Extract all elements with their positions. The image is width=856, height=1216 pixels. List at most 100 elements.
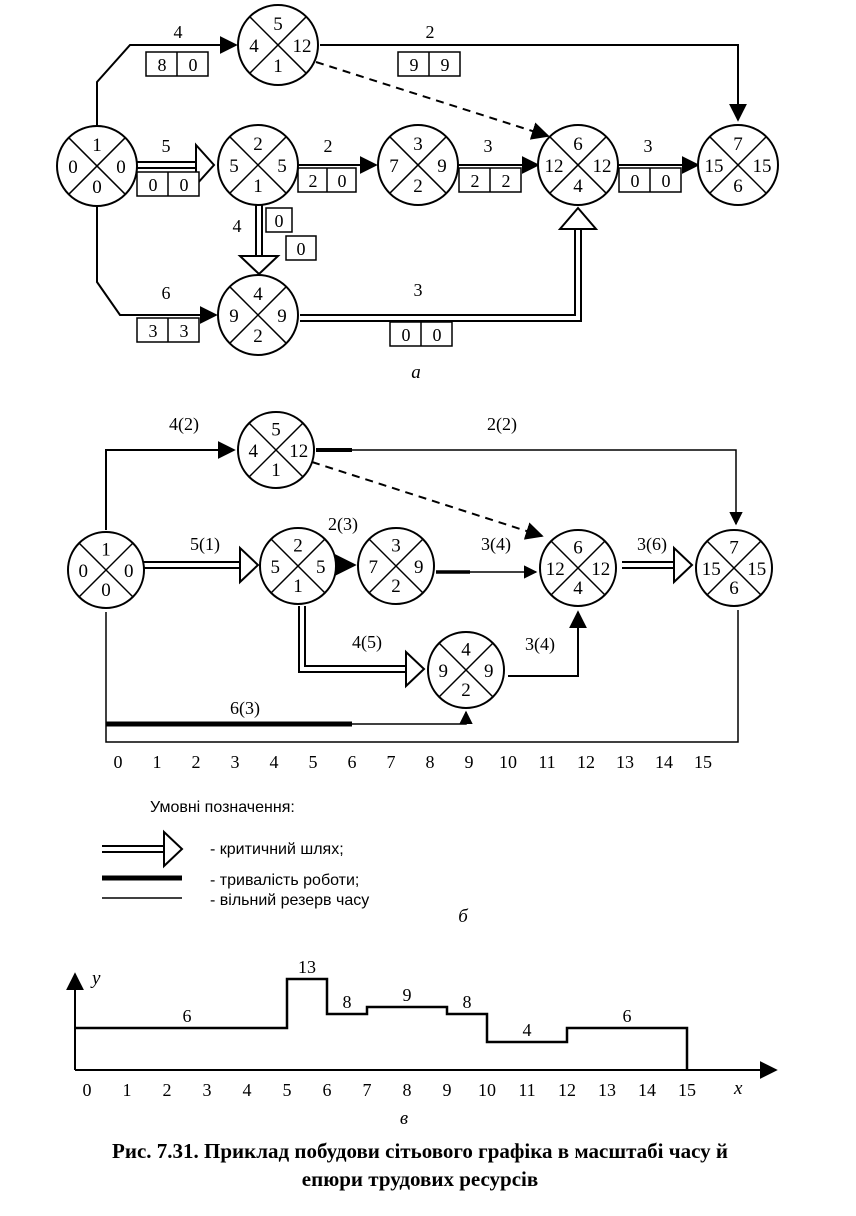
- node-reserve: 6: [733, 176, 743, 197]
- node-divider: [229, 136, 287, 194]
- x-tick-label: 14: [638, 1080, 656, 1100]
- node-divider: [78, 542, 134, 598]
- critical-head-a-4-6: [557, 206, 599, 230]
- legend-critical-line: [102, 845, 166, 853]
- time-tick-label: 1: [153, 752, 162, 772]
- arrow-b-4-6: [508, 610, 587, 677]
- x-tick-label: 1: [123, 1080, 132, 1100]
- node-event-number: 1: [92, 135, 102, 156]
- node-reserve: 2: [391, 576, 401, 597]
- node-divider: [248, 422, 304, 478]
- time-tick-label: 3: [231, 752, 240, 772]
- node-reserve: 1: [253, 176, 263, 197]
- arrow-b-6-7-critical: [622, 561, 676, 569]
- node-late-time: 0: [124, 561, 134, 582]
- activity-label: 3(4): [481, 534, 511, 555]
- free-reserve-value: 0: [662, 171, 671, 191]
- arrow-b-5-7-reserve: [316, 449, 743, 526]
- resource-step-line: [75, 977, 689, 1070]
- segment-value-label: 8: [343, 992, 352, 1012]
- activity-label: 3(6): [637, 534, 667, 555]
- time-tick-label: 14: [655, 752, 673, 772]
- x-tick-label: 0: [83, 1080, 92, 1100]
- node-reserve: 1: [273, 56, 283, 77]
- x-tick-label: 12: [558, 1080, 576, 1100]
- total-reserve-value: 9: [410, 55, 419, 75]
- free-reserve-value: 9: [441, 55, 450, 75]
- node-early-time: 12: [546, 559, 565, 580]
- total-reserve-value: 2: [471, 171, 480, 191]
- segment-value-label: 8: [463, 992, 472, 1012]
- legend-reserve-text: - вільний резерв часу: [210, 892, 369, 909]
- node-event-number: 5: [271, 420, 281, 441]
- arrow-b-1-5: [105, 441, 236, 530]
- activity-duration: 3: [644, 136, 653, 156]
- x-tick-label: 7: [363, 1080, 372, 1100]
- node-early-time: 15: [702, 559, 721, 580]
- segment-value-label: 6: [183, 1006, 192, 1026]
- node-reserve: 2: [413, 176, 423, 197]
- arrow-a-5-7: [320, 44, 747, 122]
- node-late-time: 12: [289, 441, 308, 462]
- node-late-time: 9: [277, 306, 287, 327]
- resource-step-path: [87, 977, 689, 1070]
- arrow-b-5-6-dashed: [311, 461, 544, 540]
- x-tick-label: 8: [403, 1080, 412, 1100]
- x-axis-label: x: [733, 1078, 743, 1099]
- node-event-number: 2: [293, 536, 303, 557]
- activity-label: 2(3): [328, 514, 358, 535]
- node-event-number: 5: [273, 14, 283, 35]
- node-early-time: 7: [389, 156, 399, 177]
- legend-title: Умовні позначення:: [150, 799, 295, 816]
- critical-head-a-2-4: [237, 255, 281, 276]
- node-early-time: 0: [78, 561, 88, 582]
- x-tick-label: 6: [323, 1080, 332, 1100]
- node-divider: [389, 136, 447, 194]
- node-reserve: 2: [461, 680, 471, 701]
- node-event-number: 3: [391, 536, 401, 557]
- free-reserve-value: 0: [433, 325, 442, 345]
- node-divider: [550, 540, 606, 596]
- figure-caption-line2: епюри трудових ресурсів: [302, 1167, 538, 1191]
- node-late-time: 12: [591, 559, 610, 580]
- time-tick-label: 11: [538, 752, 555, 772]
- activity-duration: 3: [414, 280, 423, 300]
- node-divider: [249, 16, 307, 74]
- figure-caption-line1: Рис. 7.31. Приклад побудови сітьового гр…: [112, 1139, 728, 1163]
- time-tick-label: 12: [577, 752, 595, 772]
- x-tick-label: 3: [203, 1080, 212, 1100]
- arrow-a-2-4-critical: [255, 205, 263, 258]
- node-early-time: 4: [249, 36, 259, 57]
- sublabel-a: а: [411, 362, 421, 383]
- arrow-a-1-2-critical: [136, 161, 198, 169]
- node-event-number: 1: [101, 540, 111, 561]
- free-reserve-value: 0: [338, 171, 347, 191]
- time-tick-label: 13: [616, 752, 634, 772]
- arrow-a-1-5: [96, 36, 238, 132]
- time-tick-label: 8: [426, 752, 435, 772]
- node-reserve: 4: [573, 578, 583, 599]
- x-tick-label: 11: [518, 1080, 535, 1100]
- node-early-time: 9: [229, 306, 239, 327]
- node-early-time: 15: [705, 156, 724, 177]
- node-divider: [709, 136, 767, 194]
- arrow-b-1-2-critical: [142, 561, 240, 569]
- free-reserve-value: 2: [502, 171, 511, 191]
- free-reserve-value: 3: [180, 321, 189, 341]
- activity-labels-b: 4(2)2(2)5(1)2(3)3(4)3(6)4(5)3(4)6(3): [169, 414, 667, 719]
- total-reserve-value: 0: [631, 171, 640, 191]
- y-axis-label: y: [90, 968, 101, 989]
- node-divider: [368, 538, 424, 594]
- activity-duration: 2: [324, 136, 333, 156]
- node-late-time: 15: [747, 559, 766, 580]
- x-tick-label: 13: [598, 1080, 616, 1100]
